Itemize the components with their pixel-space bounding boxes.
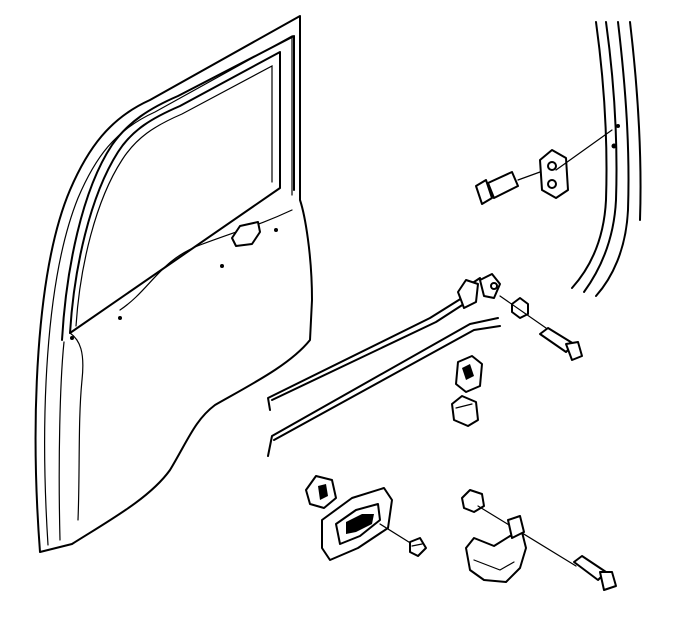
latch-axis xyxy=(499,295,547,329)
lower-clip xyxy=(461,489,485,513)
striker-bolt xyxy=(475,171,541,205)
handle-clip xyxy=(305,475,337,509)
latch-bolt xyxy=(539,327,583,361)
lower-bolt xyxy=(573,555,617,591)
handle-axis xyxy=(379,523,413,545)
latch-rods xyxy=(267,277,501,457)
body-pillar xyxy=(571,21,642,297)
rod-retainer xyxy=(451,355,483,427)
rod-clip xyxy=(479,273,501,299)
lower-bracket xyxy=(465,515,527,583)
lower-axis xyxy=(477,505,577,567)
door-panel xyxy=(34,15,313,553)
handle-screw xyxy=(409,537,427,557)
striker xyxy=(539,149,569,199)
inside-handle xyxy=(321,487,393,561)
striker-axis xyxy=(555,129,613,171)
rod-bushing xyxy=(511,297,529,319)
